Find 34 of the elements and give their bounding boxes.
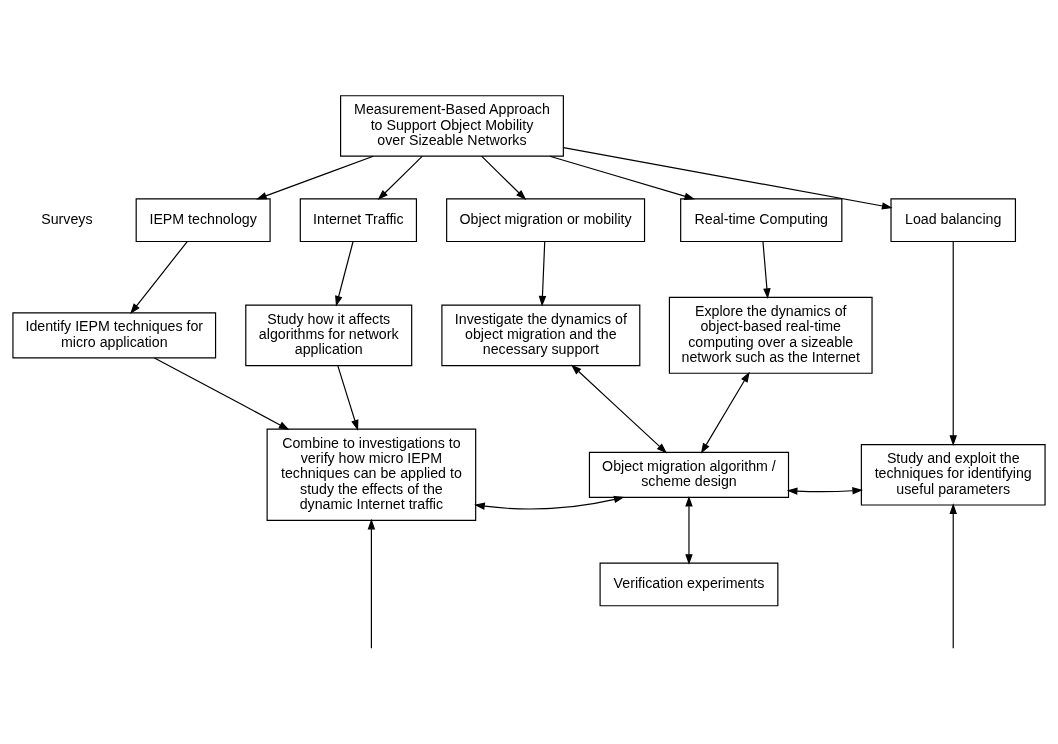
arrow <box>367 518 376 649</box>
arrow <box>762 240 771 299</box>
arrow <box>335 240 354 307</box>
arrow <box>949 240 957 446</box>
arrow <box>949 502 957 649</box>
arrow <box>570 363 668 453</box>
arrow <box>256 155 374 199</box>
node-box: Study and exploit the techniques for identifying useful parameters <box>860 443 1046 506</box>
arrow <box>481 155 527 200</box>
arrow <box>538 240 547 307</box>
node-box: Internet Traffic <box>299 197 417 242</box>
arrow <box>377 155 423 200</box>
label: Surveys <box>41 210 93 227</box>
arrow <box>786 486 864 495</box>
node-box: Load balancing <box>890 197 1016 242</box>
node-box: Real-time Computing <box>680 197 843 242</box>
arrow <box>700 371 750 454</box>
node-box: Verification experiments <box>599 562 779 606</box>
arrow <box>130 240 188 314</box>
node-box: Explore the dynamics of object-based real-time computing over a sizeable network such as the Internet <box>668 296 873 374</box>
arrow <box>474 495 625 510</box>
arrow <box>153 356 290 430</box>
arrow <box>685 495 693 565</box>
node-box: Measurement-Based Approach to Support Object Mobility over Sizeable Networks <box>340 94 564 157</box>
arrow <box>337 364 359 431</box>
node-box: Identify IEPM techniques for micro application <box>12 311 217 358</box>
node-box: Study how it affects algorithms for network application <box>245 304 413 366</box>
arrow <box>549 155 696 200</box>
node-box: Object migration or mobility <box>446 197 646 242</box>
node-box: Investigate the dynamics of object migration and the necessary support <box>441 304 641 366</box>
node-box: IEPM technology <box>135 197 271 242</box>
arrow <box>562 146 893 210</box>
node-box: Object migration algorithm / scheme design <box>588 451 790 498</box>
node-box: Combine to investigations to verify how micro IEPM techniques can be applied to study the effects of the dynamic Internet traffic <box>266 428 477 521</box>
